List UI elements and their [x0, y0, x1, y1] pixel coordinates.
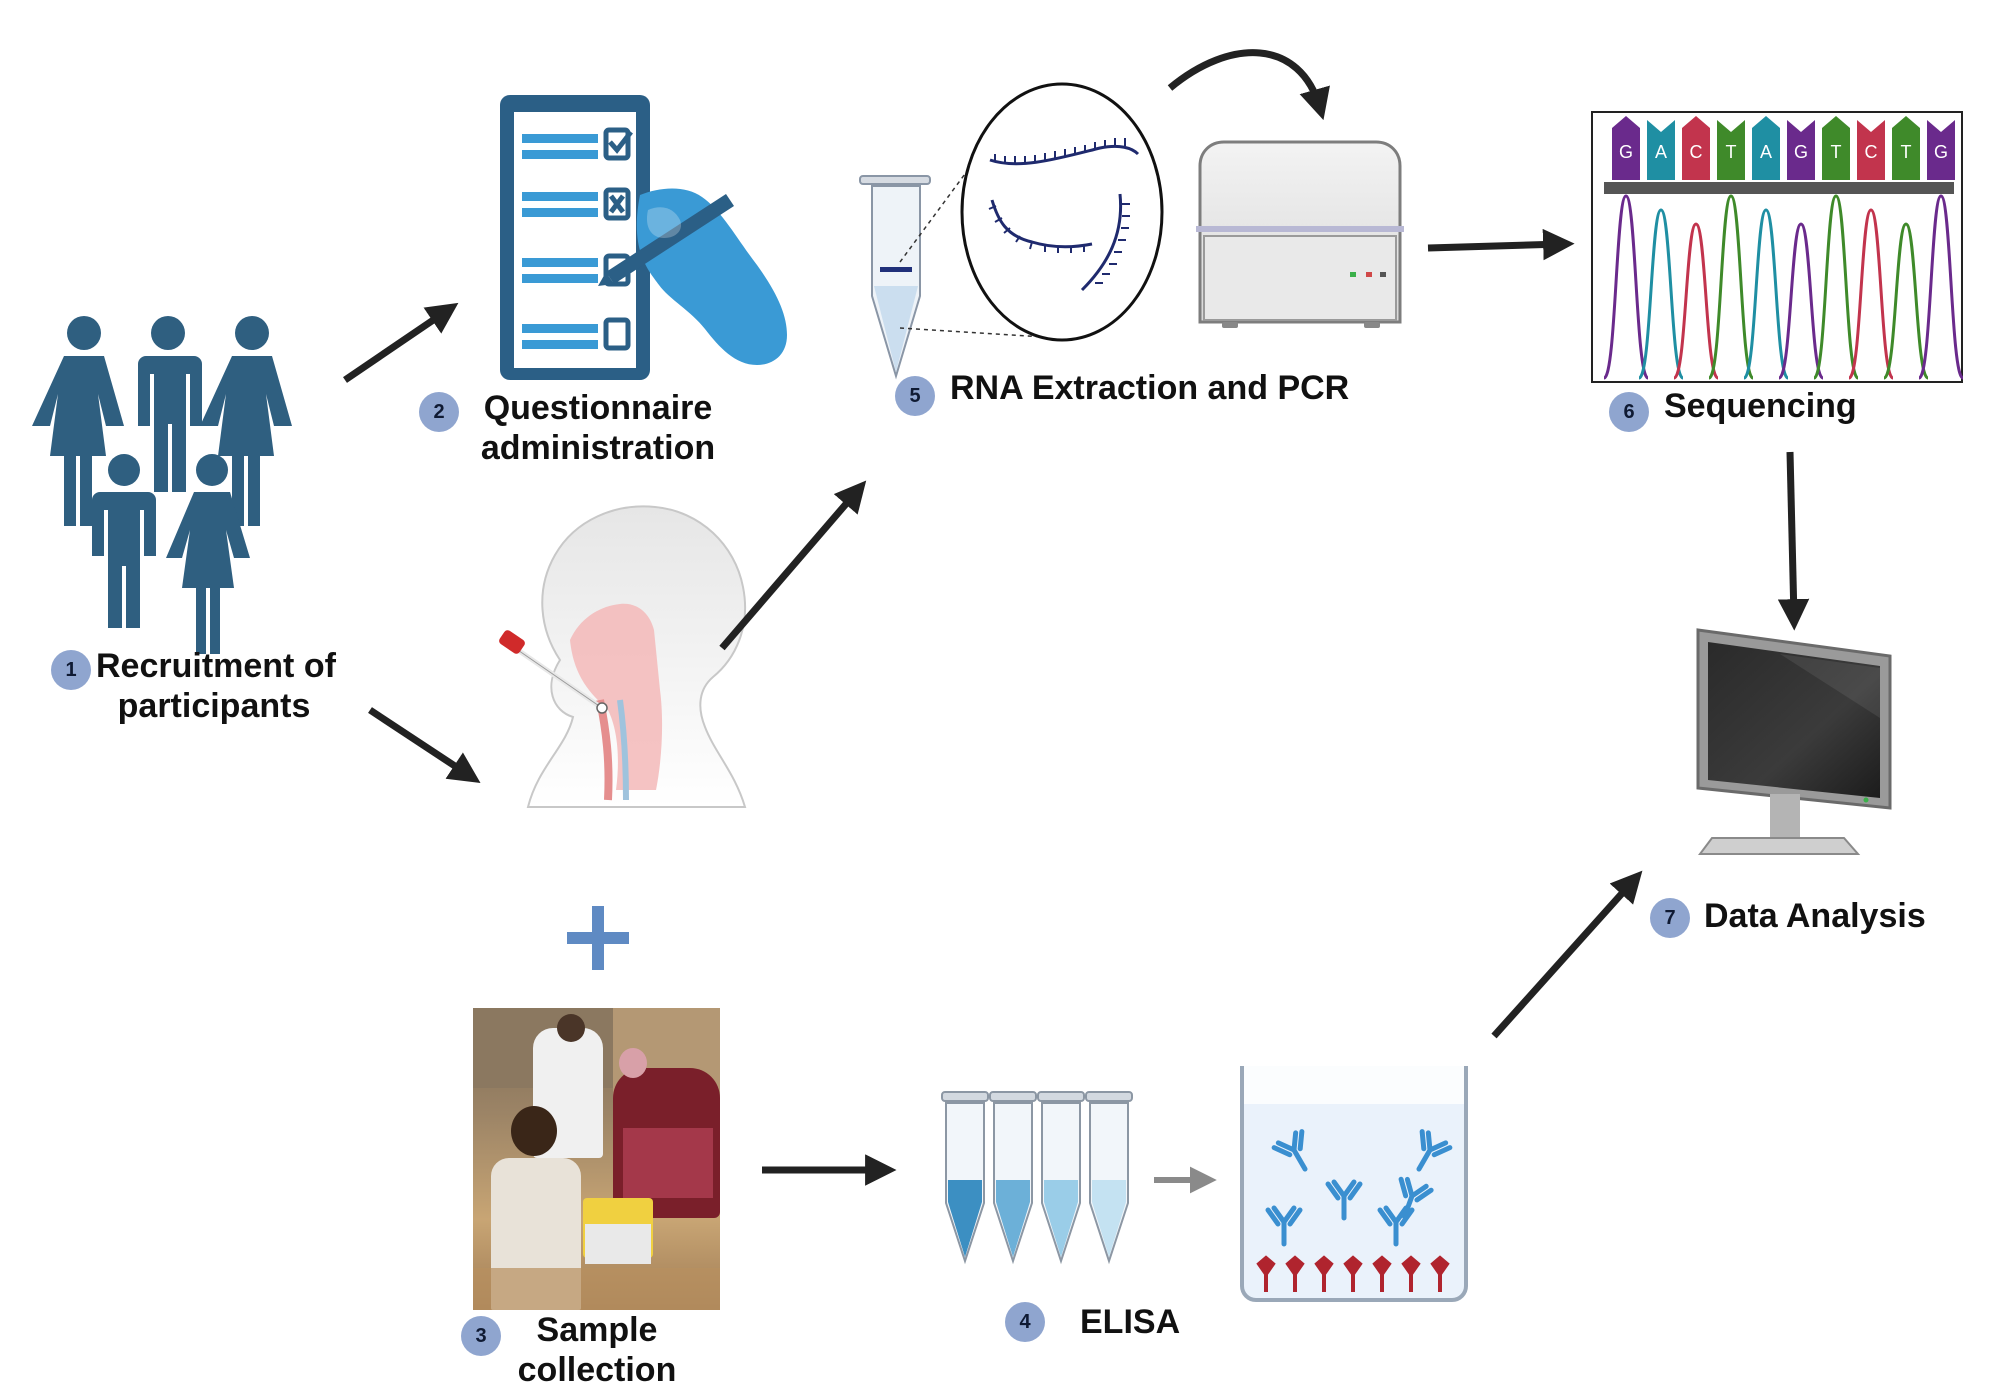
step-2-label-line2: administration: [480, 429, 716, 467]
base-tag-T: [1822, 116, 1850, 180]
elisa-tube-cap: [989, 1091, 1037, 1102]
elisa-tube-cap: [1085, 1091, 1133, 1102]
antibody-icon: [1398, 1176, 1434, 1220]
arrow-3-to-5: [719, 480, 867, 651]
step-6-badge: 6: [1609, 392, 1649, 432]
step-7-label: Data Analysis: [1704, 897, 1926, 935]
step-7-badge: 7: [1650, 898, 1690, 938]
chromatogram-peak-G: [1777, 222, 1825, 380]
step-5-badge: 5: [895, 376, 935, 416]
rna-strands-icon: [960, 82, 1164, 342]
antigen-icon: [1256, 1255, 1276, 1292]
step-3-label: Sample collection: [502, 1310, 692, 1390]
chromatogram-peak-T: [1812, 194, 1860, 380]
chromatogram-peak-C: [1847, 208, 1895, 380]
nasal-swab-icon: [499, 505, 747, 808]
base-tag-A: [1752, 116, 1780, 180]
base-tag-T: [1892, 116, 1920, 180]
chromatogram-peak-T: [1882, 222, 1930, 380]
arrow-6-to-7: [1777, 451, 1810, 631]
arrow-pcr-to-6: [1427, 228, 1575, 261]
elisa-tube-liquid: [948, 1180, 982, 1257]
base-tag-G: [1927, 120, 1955, 180]
base-tag-A: [1647, 120, 1675, 180]
base-letter: T: [1901, 142, 1912, 162]
antibody-icon: [1416, 1129, 1453, 1172]
base-tag-G: [1612, 116, 1640, 180]
antibody-icon: [1325, 1179, 1363, 1221]
base-letter: C: [1865, 142, 1878, 162]
chromatogram-peak-G: [1917, 194, 1965, 380]
antigen-icon: [1314, 1255, 1334, 1292]
chromatogram-peak-A: [1637, 208, 1685, 380]
antigen-icon: [1430, 1255, 1450, 1292]
arrow-1-to-2: [343, 302, 459, 383]
antibody-icon: [1377, 1205, 1415, 1247]
base-tag-T: [1717, 120, 1745, 180]
antigen-icon: [1372, 1255, 1392, 1292]
antigen-icon: [1343, 1255, 1363, 1292]
antigen-icon: [1401, 1255, 1421, 1292]
base-letter: G: [1794, 142, 1808, 162]
questionnaire-icon: [500, 95, 787, 380]
elisa-tube-liquid: [1092, 1180, 1126, 1257]
tube-icon: [859, 139, 1061, 380]
chromatogram-peak-T: [1707, 194, 1755, 380]
antibody-icon: [1271, 1129, 1308, 1172]
step-4-label: ELISA: [1080, 1303, 1181, 1341]
step-2-badge: 2: [419, 392, 459, 432]
step-3-label-line2: collection: [517, 1351, 677, 1389]
step-4-badge: 4: [1005, 1302, 1045, 1342]
step-1-label-line1: Recruitment of: [96, 647, 336, 685]
antibody-icon: [1265, 1205, 1303, 1247]
step-5-label: RNA Extraction and PCR: [950, 369, 1350, 407]
arrow-1-to-3: [368, 707, 481, 783]
monitor-icon: [1696, 628, 1892, 855]
step-1-badge: 1: [51, 650, 91, 690]
step-3-badge: 3: [461, 1316, 501, 1356]
base-letter: G: [1934, 142, 1948, 162]
base-tag-C: [1682, 116, 1710, 180]
field-photo: [473, 1008, 720, 1310]
base-letter: C: [1690, 142, 1703, 162]
chromatogram-peak-G: [1602, 194, 1650, 380]
step-2-label-line1: Questionnaire: [483, 389, 713, 427]
elisa-tube-liquid: [1044, 1180, 1078, 1257]
base-tag-G: [1787, 120, 1815, 180]
elisa-well-icon: [1240, 1066, 1468, 1302]
people-icon: [32, 316, 292, 654]
step-1-label: Recruitment of participants: [96, 646, 336, 726]
elisa-tubes-icon: [941, 1091, 1133, 1265]
chromatogram-peak-A: [1742, 208, 1790, 380]
base-letter: A: [1655, 142, 1667, 162]
flow-arrows: [343, 49, 1810, 1186]
step-1-label-line2: participants: [117, 687, 311, 725]
elisa-tube-cap: [1037, 1091, 1085, 1102]
step-3-label-line1: Sample: [536, 1311, 658, 1349]
base-letter: T: [1726, 142, 1737, 162]
base-letter: A: [1760, 142, 1772, 162]
chromatogram-peak-C: [1672, 222, 1720, 380]
elisa-tube-cap: [941, 1091, 989, 1102]
antigen-icon: [1285, 1255, 1305, 1292]
arrow-4-to-7: [1491, 870, 1643, 1039]
step-6-label: Sequencing: [1664, 387, 1857, 425]
base-tag-C: [1857, 120, 1885, 180]
pcr-machine-icon: [1196, 140, 1404, 328]
base-letter: G: [1619, 142, 1633, 162]
step-2-label: Questionnaire administration: [466, 388, 730, 468]
elisa-tube-liquid: [996, 1180, 1030, 1257]
base-letter: T: [1831, 142, 1842, 162]
plus-icon: [567, 906, 629, 970]
arrow-tube-to-pcr: [1167, 49, 1330, 121]
